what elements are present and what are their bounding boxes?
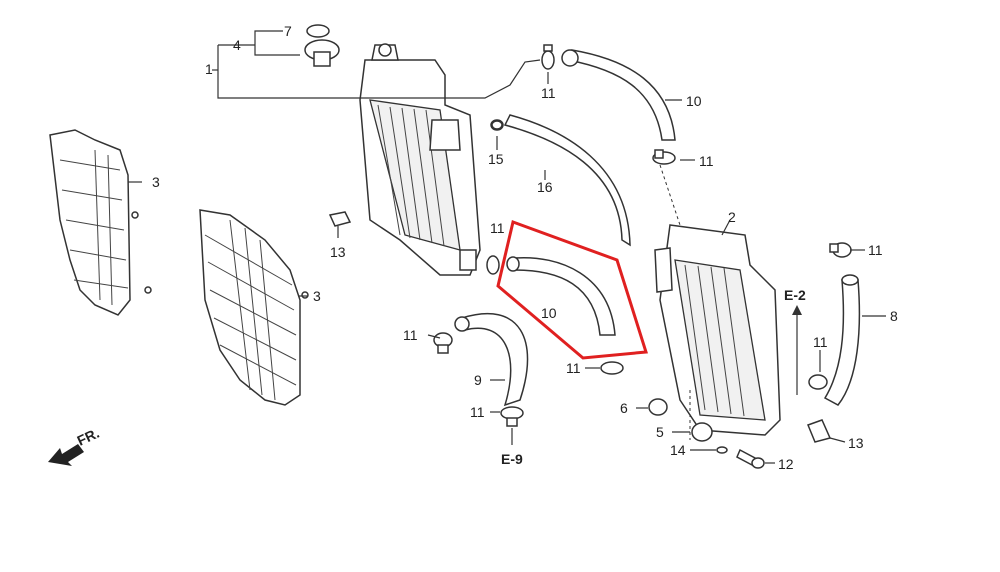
radiator-right-unit bbox=[654, 224, 781, 436]
callout-15: 15 bbox=[488, 151, 504, 167]
callout-10-upper: 10 bbox=[686, 93, 702, 109]
callout-2: 2 bbox=[728, 209, 736, 225]
radiator-left-unit bbox=[359, 43, 481, 276]
callout-labels: 1 2 3 3 4 5 6 7 8 9 10 10 11 11 11 11 11… bbox=[152, 23, 898, 472]
ref-arrow-e2 bbox=[792, 305, 802, 315]
o-ring bbox=[306, 24, 330, 38]
callout-3-shroud: 3 bbox=[152, 174, 160, 190]
callout-11-upper-hose: 11 bbox=[699, 153, 714, 169]
callout-1: 1 bbox=[205, 61, 213, 77]
callout-9: 9 bbox=[474, 372, 482, 388]
washer-14 bbox=[716, 446, 728, 454]
callout-7: 7 bbox=[284, 23, 292, 39]
callout-6: 6 bbox=[620, 400, 628, 416]
cap-15 bbox=[491, 120, 503, 130]
clamp-hose9-bottom bbox=[500, 406, 524, 427]
hose-10-highlighted bbox=[506, 256, 616, 336]
callout-11-top: 11 bbox=[541, 85, 556, 101]
callout-11-hose9-top: 11 bbox=[403, 327, 418, 343]
leader-lines bbox=[128, 30, 886, 464]
highlight-box bbox=[496, 220, 648, 360]
callout-11-hose9-bottom: 11 bbox=[470, 404, 485, 420]
clip-13-left bbox=[328, 211, 352, 227]
callout-13-right: 13 bbox=[848, 435, 864, 451]
callout-11-hose8-bottom: 11 bbox=[813, 334, 828, 350]
grommet-6 bbox=[648, 398, 668, 416]
clamp-hose8-top bbox=[829, 242, 852, 258]
clip-13-right bbox=[807, 419, 832, 443]
hose-clamps bbox=[433, 44, 852, 427]
front-direction-arrow bbox=[48, 444, 84, 466]
hose-9 bbox=[454, 312, 529, 407]
callout-10-highlighted: 10 bbox=[541, 305, 557, 321]
callout-4: 4 bbox=[233, 37, 241, 53]
radiator-grille bbox=[199, 209, 309, 406]
front-direction-label: FR. bbox=[75, 425, 102, 449]
clamp-hose8-bottom bbox=[808, 374, 828, 390]
ref-label-e9: E-9 bbox=[501, 451, 523, 467]
hose-8 bbox=[823, 274, 861, 406]
clamp-upper-hose-end bbox=[652, 149, 676, 165]
callout-13-left: 13 bbox=[330, 244, 346, 260]
collar-5 bbox=[691, 422, 713, 442]
callout-12: 12 bbox=[778, 456, 794, 472]
callout-16: 16 bbox=[537, 179, 553, 195]
callout-11-hose8-top: 11 bbox=[868, 242, 883, 258]
clamp-top bbox=[541, 44, 555, 70]
callout-11-radiator: 11 bbox=[490, 220, 505, 236]
callout-3-grille: 3 bbox=[313, 288, 321, 304]
clamp-near-radiator bbox=[486, 255, 500, 275]
hose-10-upper bbox=[561, 49, 676, 141]
radiator-cap bbox=[304, 39, 340, 67]
radiator-shroud-left bbox=[49, 129, 152, 316]
clamp-highlight-end bbox=[600, 361, 624, 375]
ref-label-e2: E-2 bbox=[784, 287, 806, 303]
bolt-12 bbox=[736, 448, 765, 469]
callout-11-highlight-end: 11 bbox=[566, 360, 581, 376]
callout-8: 8 bbox=[890, 308, 898, 324]
clamp-hose9-top bbox=[433, 332, 453, 354]
callout-5: 5 bbox=[656, 424, 664, 440]
callout-14: 14 bbox=[670, 442, 686, 458]
